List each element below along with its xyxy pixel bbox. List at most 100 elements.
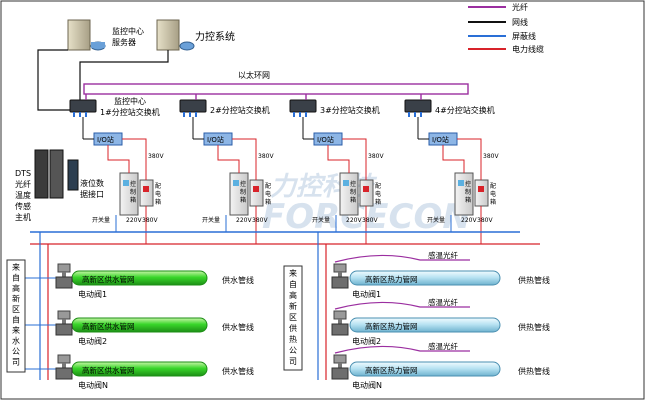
ethernet-server-link	[37, 49, 70, 111]
heat-line-label: 供热管线	[518, 366, 550, 376]
sensing-fiber	[334, 345, 470, 354]
electric-valve-body	[331, 367, 349, 380]
legend: 光纤 网线 屏蔽线 电力线缆	[468, 2, 544, 54]
heat-pipe	[349, 317, 501, 333]
voltage-label: 220V	[346, 217, 362, 224]
distribution-cabinet-label: 配	[155, 183, 161, 190]
voltage-label: 220V	[126, 217, 142, 224]
monitor-server: 监控中心 服务器	[67, 19, 144, 51]
distribution-cabinet-label: 电	[375, 190, 381, 198]
voltage-label: 380V	[368, 153, 384, 160]
monitor-server-icon	[67, 19, 91, 51]
cabinet-breaker	[363, 186, 369, 192]
switch-port	[73, 112, 75, 117]
monitor-server-label-2: 服务器	[112, 37, 136, 47]
electric-valve-stem	[338, 363, 342, 369]
electric-valve-stem	[338, 319, 342, 325]
switch-port	[79, 112, 81, 117]
ethernet-ring	[83, 83, 469, 95]
distribution-cabinet-label: 箱	[265, 198, 271, 206]
voltage-label: 380V	[148, 153, 164, 160]
heat-line-label: 供热管线	[518, 275, 550, 285]
cabinet-breaker	[143, 186, 149, 192]
distribution-cabinet-label: 箱	[155, 198, 161, 206]
electric-valve-actuator	[57, 354, 71, 364]
power-cable	[217, 145, 240, 173]
voltage-label: 380V	[258, 153, 274, 160]
voltage-label: 380V	[142, 217, 158, 224]
cabinet-breaker	[253, 186, 259, 192]
switch-qty-label: 开关量	[202, 216, 220, 224]
control-system-server: 力控系统	[156, 19, 235, 51]
dts-host-unit-2	[49, 149, 64, 199]
distribution-cabinet-label: 配	[265, 183, 271, 190]
heat-pipe	[349, 361, 501, 377]
sensing-fiber	[334, 254, 470, 263]
legend-shielded-label: 屏蔽线	[512, 31, 536, 41]
level-interface-label-2: 据接口	[80, 189, 104, 199]
heat-pipe-label: 高新区热力管网	[365, 321, 418, 331]
switch-label: 1#分控站交换机	[100, 107, 160, 117]
electric-valve-actuator	[333, 310, 347, 320]
distribution-cabinet-label: 配	[490, 183, 496, 190]
ethernet-ring-label: 以太环网	[238, 70, 270, 80]
electric-valve-body	[331, 276, 349, 289]
switch-port	[85, 112, 87, 117]
voltage-label: 380V	[477, 217, 493, 224]
sensing-fiber-label: 感温光纤	[428, 250, 458, 260]
control-cabinet-label: 箱	[465, 196, 471, 204]
voltage-label: 220V	[461, 217, 477, 224]
switch-port	[189, 112, 191, 117]
electric-valve-stem	[62, 319, 66, 325]
cabinet-breaker	[478, 186, 484, 192]
heat-pipe	[349, 270, 501, 286]
legend-ethernet-label: 网线	[512, 17, 528, 27]
water-line-label: 供水管线	[222, 366, 254, 376]
power-cable	[327, 145, 350, 173]
cabinet-screen	[123, 180, 129, 186]
heat-line-label: 供热管线	[518, 322, 550, 332]
switch-port	[293, 112, 295, 117]
switch-port	[195, 112, 197, 117]
valve-label: 电动阀1	[78, 289, 107, 299]
water-company-label: 来自高新区自来水公司	[12, 263, 20, 367]
switch-port	[414, 112, 416, 117]
distribution-cabinet	[359, 179, 374, 207]
electric-valve-body	[55, 323, 73, 336]
control-cabinet-label: 制	[240, 188, 246, 196]
water-pipe-label: 高新区供水管网	[82, 365, 135, 375]
switch-port	[420, 112, 422, 117]
dts-host-unit	[34, 149, 49, 199]
control-cabinet-label: 制	[465, 188, 471, 196]
electric-valve-body	[55, 276, 73, 289]
voltage-label: 380V	[483, 153, 499, 160]
power-cable	[342, 138, 367, 180]
distribution-cabinet	[474, 179, 489, 207]
power-cable	[107, 145, 130, 173]
electric-valve-actuator	[333, 263, 347, 273]
cabinet-screen	[233, 180, 239, 186]
control-cabinet-label: 箱	[240, 196, 246, 204]
control-cabinet-label: 控	[350, 180, 356, 188]
control-cabinet-label: 箱	[350, 196, 356, 204]
sensing-fiber	[334, 301, 470, 310]
io-station-label: I/O站	[317, 135, 334, 144]
level-interface: 液位数 据接口	[67, 159, 104, 199]
switch-qty-label: 开关量	[312, 216, 330, 224]
distribution-cabinet-label: 箱	[490, 198, 496, 206]
cabinet-screen	[343, 180, 349, 186]
database-icon-body	[91, 42, 105, 48]
valve-label: 电动阀N	[78, 380, 108, 390]
distribution-cabinet-label: 电	[155, 190, 161, 198]
control-system-label: 力控系统	[195, 30, 235, 43]
heat-pipe-label: 高新区热力管网	[365, 365, 418, 375]
sensing-fiber-label: 感温光纤	[428, 341, 458, 351]
io-station-label: I/O站	[432, 135, 449, 144]
valve-label: 电动阀2	[352, 336, 381, 346]
